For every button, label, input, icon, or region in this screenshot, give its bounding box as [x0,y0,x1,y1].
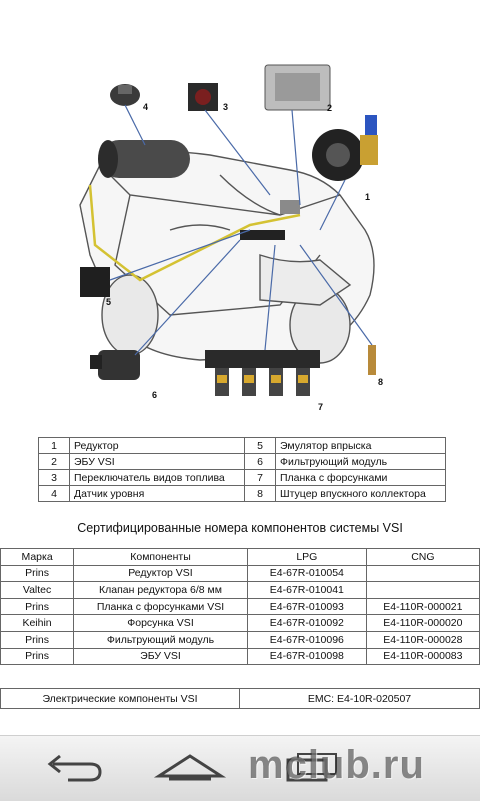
cell-brand: Prins [0,647,75,666]
table-row: Keihin Форсунка VSI E4-67R-010092 E4-110… [0,614,480,632]
cell-lpg: E4-67R-010054 [246,564,367,583]
cell-component: Форсунка VSI [73,614,248,632]
cell-lpg: E4-67R-010041 [246,581,367,599]
legend-row: 2 ЭБУ VSI 6 Фильтрующий модуль [38,453,446,470]
emc-value: EMC: E4-10R-020507 [239,688,480,709]
cell-component: Планка с форсунками VSI [73,597,248,616]
filter-module [90,350,140,380]
car-outline [79,150,375,364]
legend-number: 2 [38,453,70,470]
injector-rail [205,350,320,396]
legend-row: 1 Редуктор 5 Эмулятор впрыска [38,437,446,454]
cell-cng [365,564,480,583]
injection-emulator [80,267,110,297]
legend-label: Фильтрующий модуль [275,453,446,470]
legend-row: 4 Датчик уровня 8 Штуцер впускного колле… [38,485,446,502]
home-button[interactable] [145,746,235,791]
cell-brand: Prins [0,564,75,583]
reducer [312,115,378,181]
gas-tank [98,140,190,178]
label-3: 3 [223,102,228,112]
label-7: 7 [318,402,323,412]
certs-title: Сертифицированные номера компонентов сис… [77,521,403,535]
label-1: 1 [365,192,370,202]
home-icon [153,754,227,781]
header-brand: Марка [0,548,75,566]
header-lpg: LPG [246,548,367,566]
fuel-line [88,184,301,282]
level-sensor [110,84,140,106]
emc-label: Электрические компоненты VSI [0,688,240,709]
cell-cng [365,581,480,599]
gas-system-diagram: 4 3 2 1 5 6 7 8 [79,64,383,412]
table-row: Prins ЭБУ VSI E4-67R-010098 E4-110R-0000… [0,647,480,666]
cell-lpg: E4-67R-010093 [246,597,367,616]
label-6: 6 [152,390,157,400]
watermark-text: mclub.ru [248,743,425,787]
legend-number: 5 [244,437,276,454]
ecu-vsi [264,64,331,111]
header-components: Компоненты [73,548,248,566]
cell-cng: E4-110R-000020 [365,614,480,632]
cell-component: Клапан редуктора 6/8 мм [73,581,248,599]
label-2: 2 [327,103,332,113]
legend-number: 6 [244,453,276,470]
legend-number: 7 [244,469,276,486]
back-icon [47,754,102,782]
cell-brand: Valtec [0,581,75,599]
table-row: Valtec Клапан редуктора 6/8 мм E4-67R-01… [0,581,480,599]
label-5: 5 [106,297,111,307]
emc-table: Электрические компоненты VSI EMC: E4-10R… [0,688,480,709]
back-button[interactable] [28,746,118,791]
legend-label: Датчик уровня [69,485,245,502]
legend-label: ЭБУ VSI [69,453,245,470]
legend-label: Эмулятор впрыска [275,437,446,454]
table-row: Prins Фильтрующий модуль E4-67R-010096 E… [0,630,480,649]
label-8: 8 [378,377,383,387]
cell-cng: E4-110R-000028 [365,630,480,649]
recents-button[interactable] [270,746,360,791]
cell-component: ЭБУ VSI [73,647,248,666]
legend-number: 3 [38,469,70,486]
components-legend-table: 1 Редуктор 5 Эмулятор впрыска 2 ЭБУ VSI … [38,437,446,502]
cell-lpg: E4-67R-010096 [246,630,367,649]
cell-lpg: E4-67R-010098 [246,647,367,666]
recents-icon [286,753,337,782]
legend-label: Переключатель видов топлива [69,469,245,486]
cell-brand: Prins [0,597,75,616]
legend-label: Редуктор [69,437,245,454]
legend-label: Планка с форсунками [275,469,446,486]
table-row: Prins Редуктор VSI E4-67R-010054 [0,564,480,583]
cell-cng: E4-110R-000021 [365,597,480,616]
navigation-bar: mclub.ru [0,735,480,801]
cell-brand: Keihin [0,614,75,632]
intake-fitting [368,345,376,375]
cell-component: Редуктор VSI [73,564,248,583]
legend-number: 4 [38,485,70,502]
certs-header-row: Марка Компоненты LPG CNG [0,548,480,566]
cell-brand: Prins [0,630,75,649]
leader-lines [109,104,373,356]
table-row: Prins Планка с форсунками VSI E4-67R-010… [0,597,480,616]
legend-number: 8 [244,485,276,502]
cell-cng: E4-110R-000083 [365,647,480,666]
legend-number: 1 [38,437,70,454]
top-link-fragment[interactable] [0,0,480,6]
header-cng: CNG [365,548,480,566]
cell-component: Фильтрующий модуль [73,630,248,649]
certs-table: Марка Компоненты LPG CNG Prins Редуктор … [0,548,480,666]
legend-row: 3 Переключатель видов топлива 7 Планка с… [38,469,446,486]
legend-label: Штуцер впускного коллектора [275,485,446,502]
cell-lpg: E4-67R-010092 [246,614,367,632]
label-4: 4 [143,102,148,112]
emc-row: Электрические компоненты VSI EMC: E4-10R… [0,688,480,709]
